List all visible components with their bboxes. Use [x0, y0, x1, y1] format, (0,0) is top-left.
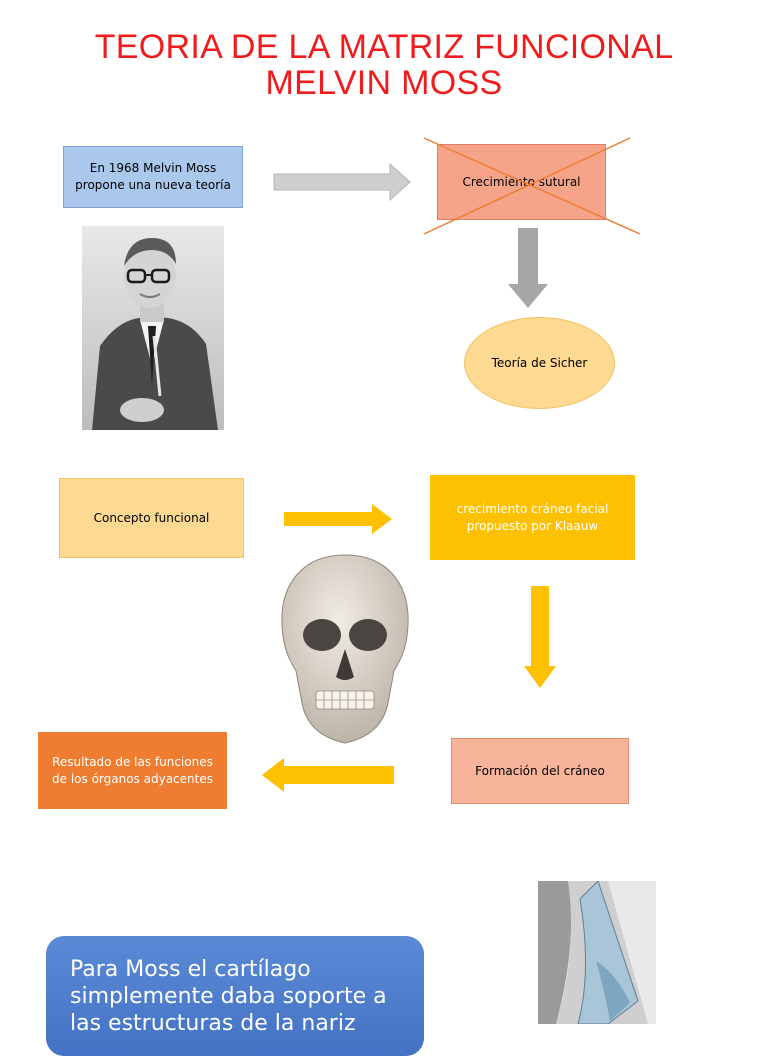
cross-out-mark: [423, 137, 641, 235]
nasal-cartilage-illustration: [538, 881, 656, 1024]
down-arrow-gold: [524, 586, 556, 688]
callout-text: Para Moss el cartílago simplemente daba …: [70, 957, 387, 1036]
moss-1968-box: En 1968 Melvin Moss propone una nueva te…: [63, 146, 243, 208]
sicher-label: Teoría de Sicher: [491, 356, 588, 370]
formacion-box: Formación del cráneo: [451, 738, 629, 804]
resultado-label: Resultado de las funciones de los órgano…: [52, 754, 213, 786]
right-arrow-gold: [284, 504, 392, 534]
melvin-moss-photo: [82, 226, 224, 430]
cartilage-callout: Para Moss el cartílago simplemente daba …: [46, 936, 424, 1056]
klaauw-box: crecimiento cráneo facial propuesto por …: [430, 475, 635, 560]
title-line-1: TEORIA DE LA MATRIZ FUNCIONAL: [94, 28, 674, 66]
down-arrow-gray: [508, 228, 548, 308]
sicher-ellipse: Teoría de Sicher: [464, 317, 615, 409]
right-arrow-gray-1: [273, 162, 411, 202]
concepto-funcional-label: Concepto funcional: [93, 510, 210, 525]
moss-1968-label: En 1968 Melvin Moss propone una nueva te…: [75, 161, 231, 192]
left-arrow-gold: [262, 758, 394, 792]
skull-illustration: [281, 554, 409, 744]
title-line-2: MELVIN MOSS: [265, 64, 503, 102]
formacion-label: Formación del cráneo: [475, 763, 605, 778]
resultado-box: Resultado de las funciones de los órgano…: [38, 732, 227, 809]
klaauw-label: crecimiento cráneo facial propuesto por …: [456, 501, 609, 533]
concepto-funcional-box: Concepto funcional: [59, 478, 244, 558]
